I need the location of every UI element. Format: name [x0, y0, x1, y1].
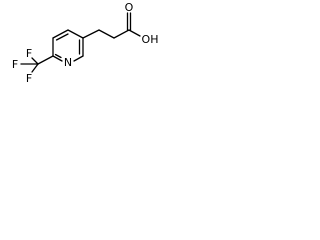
bond-n-c6	[52, 55, 63, 62]
bond-ch2-cooh	[113, 29, 130, 39]
atom-label-f-left: F	[12, 58, 18, 71]
bond-c1-c3	[52, 29, 69, 39]
trifluoromethyl-group	[20, 55, 54, 73]
atom-label-f-bottom: F	[26, 72, 32, 85]
atom-label-f-top: F	[26, 47, 32, 60]
atom-label-o-carbonyl: O	[125, 1, 134, 14]
atom-labels: N O OH F F F	[12, 1, 158, 85]
bond-c1-c3-inner	[55, 33, 69, 41]
chemical-structure: N O OH F F F	[12, 1, 158, 85]
bond-c-oh	[128, 29, 141, 37]
bond-c-f-bottom	[31, 63, 39, 73]
atom-label-n: N	[64, 56, 72, 69]
bond-ring-cf3	[37, 55, 54, 65]
bond-ch2-ch2	[98, 29, 115, 39]
bond-c5-n	[73, 55, 84, 62]
bond-n-c6-inner	[54, 53, 62, 59]
propanoic-acid-chain	[82, 12, 141, 39]
pyridine-ring	[52, 29, 84, 62]
bond-c3-c4	[67, 29, 84, 39]
atom-label-oh: OH	[142, 33, 158, 46]
bond-ring-ch2	[82, 29, 100, 39]
bond-c-f-top	[31, 57, 39, 65]
